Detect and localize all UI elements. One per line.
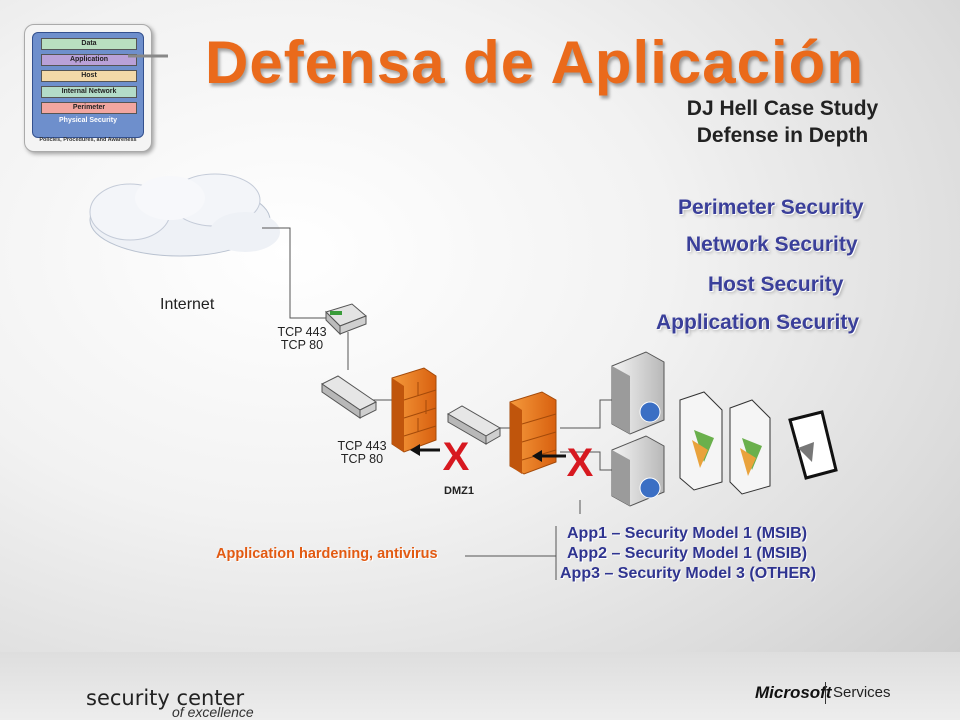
blocked-traffic-2: X — [532, 441, 594, 485]
services-text: Services — [833, 684, 891, 701]
hardening-label: Application hardening, antivirus — [216, 546, 438, 562]
subtitle-line-1: DJ Hell Case Study — [686, 97, 879, 120]
defense-in-depth-thumbnail: Data Application Host Internal Network P… — [24, 24, 152, 152]
thumbnail-layers: Data Application Host Internal Network P… — [32, 32, 144, 138]
internet-cloud-icon — [89, 173, 280, 257]
layer-network-security: Network Security — [686, 233, 858, 256]
slide-subtitle: DJ Hell Case Study Defense in Depth — [650, 95, 915, 149]
ports-label-mid: TCP 443 TCP 80 — [330, 440, 394, 466]
app-item-2: App2 – Security Model 1 (MSIB) — [567, 545, 808, 562]
router-icon — [325, 303, 367, 336]
thumbnail-application-layer: Application — [41, 54, 137, 66]
firewall-icon-1 — [391, 367, 437, 453]
app-list: App1 – Security Model 1 (MSIB) App2 – Se… — [560, 524, 816, 584]
thumbnail-policies-label: Policies, Procedures, and Awareness — [39, 137, 137, 143]
thumbnail-perimeter-layer: Perimeter — [41, 102, 137, 114]
app-document-icon-1 — [679, 391, 723, 491]
port-443-mid: TCP 443 — [337, 439, 387, 453]
switch-icon-2 — [446, 405, 502, 445]
port-80-top: TCP 80 — [280, 338, 324, 352]
slide-title: Defensa de Aplicación — [205, 29, 864, 96]
footer-separator — [825, 682, 826, 704]
port-443-top: TCP 443 — [277, 325, 327, 339]
server-icon-2 — [611, 435, 665, 507]
server-icon-1 — [611, 351, 665, 435]
block-x-icon-2: X — [567, 441, 594, 485]
thumbnail-physical-layer: Physical Security — [59, 117, 117, 124]
ports-label-top: TCP 443 TCP 80 — [270, 326, 334, 352]
thumbnail-data-layer: Data — [41, 38, 137, 50]
layer-host-security: Host Security — [708, 273, 844, 296]
app-package-icon-3 — [788, 410, 838, 480]
app-item-1: App1 – Security Model 1 (MSIB) — [567, 525, 808, 542]
layer-application-security: Application Security — [656, 311, 860, 334]
internet-label: Internet — [160, 296, 215, 313]
thumbnail-pointer-line — [128, 54, 168, 58]
firewall-icon-2 — [509, 391, 557, 475]
connector-lines — [262, 227, 612, 580]
layer-perimeter-security: Perimeter Security — [678, 196, 864, 219]
microsoft-logo-text: Microsoft — [755, 683, 832, 702]
security-center-logo-text: security center — [86, 686, 245, 710]
switch-icon-1 — [321, 375, 377, 419]
blocked-traffic-1: X — [410, 435, 470, 479]
dmz-label: DMZ1 — [444, 485, 474, 497]
app-document-icon-2 — [729, 399, 771, 495]
block-x-icon-1: X — [443, 435, 470, 479]
port-80-mid: TCP 80 — [340, 452, 384, 466]
thumbnail-network-layer: Internal Network — [41, 86, 137, 98]
subtitle-line-2: Defense in Depth — [696, 124, 869, 147]
footer-band — [0, 652, 960, 720]
thumbnail-host-layer: Host — [41, 70, 137, 82]
app-item-3: App3 – Security Model 3 (OTHER) — [560, 565, 817, 582]
of-excellence-text: of excellence — [172, 704, 254, 720]
